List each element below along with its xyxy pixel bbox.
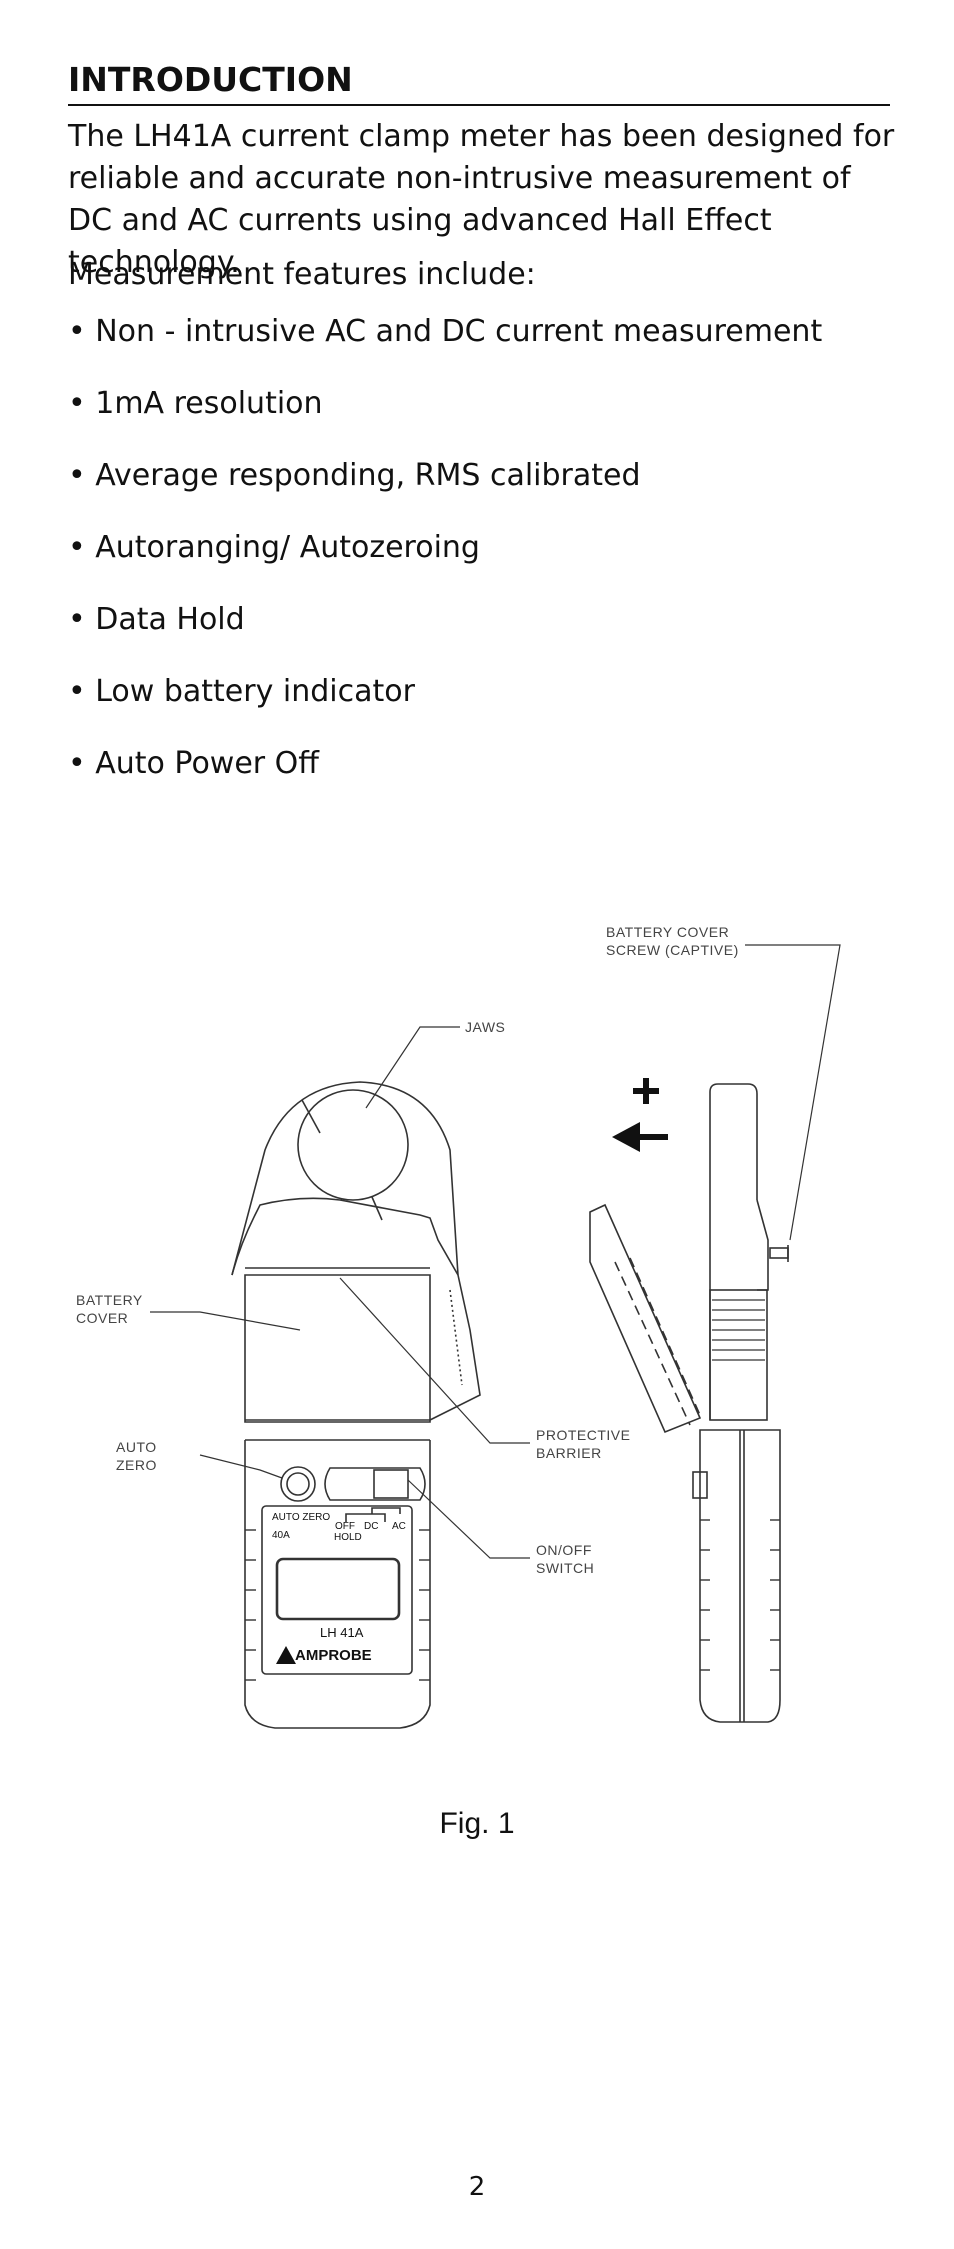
label-on-off-switch: SWITCH bbox=[536, 1560, 594, 1576]
captive-screw bbox=[769, 1247, 789, 1259]
label-auto-zero: ZERO bbox=[116, 1457, 157, 1473]
insertion-arrow-icon bbox=[612, 1078, 668, 1152]
feature-item: • 1mA resolution bbox=[68, 386, 323, 421]
page-number: 2 bbox=[468, 2172, 486, 2202]
side-jaw bbox=[709, 1083, 758, 1200]
amprobe-logo-icon bbox=[276, 1646, 296, 1664]
feature-item: • Non - intrusive AC and DC current meas… bbox=[68, 314, 823, 349]
front-panel bbox=[261, 1505, 413, 1675]
lcd-display bbox=[275, 1557, 401, 1621]
auto-zero-dial bbox=[280, 1466, 316, 1502]
intro-paragraph: The LH41A current clamp meter has been d… bbox=[68, 119, 895, 280]
panel-auto-zero: AUTO ZERO bbox=[272, 1512, 330, 1523]
figure-caption: Fig. 1 bbox=[439, 1807, 515, 1840]
panel-ac: AC bbox=[392, 1521, 406, 1532]
on-off-switch bbox=[324, 1467, 426, 1501]
feature-item: • Data Hold bbox=[68, 602, 245, 637]
label-jaws: JAWS bbox=[465, 1019, 505, 1035]
panel-hold: HOLD bbox=[334, 1532, 362, 1543]
jaws-outline bbox=[231, 1081, 459, 1276]
label-auto-zero: AUTO bbox=[116, 1439, 157, 1455]
feature-item: • Low battery indicator bbox=[68, 674, 415, 709]
section-heading: INTRODUCTION bbox=[68, 60, 890, 106]
label-on-off-switch: ON/OFF bbox=[536, 1542, 592, 1558]
panel-range: 40A bbox=[272, 1530, 290, 1541]
jaw-opening bbox=[297, 1089, 409, 1201]
features-lead: Measurement features include: bbox=[68, 257, 536, 292]
panel-model: LH 41A bbox=[320, 1625, 364, 1640]
removed-battery-cover bbox=[589, 1203, 702, 1434]
clamp-meter-diagram: BATTERY COVER SCREW (CAPTIVE) JAWS BATTE… bbox=[76, 924, 841, 1729]
label-battery-cover: BATTERY bbox=[76, 1292, 143, 1308]
panel-brand: AMPROBE bbox=[295, 1647, 372, 1664]
feature-item: • Average responding, RMS calibrated bbox=[68, 458, 641, 493]
panel-dc: DC bbox=[364, 1521, 378, 1532]
label-battery-cover-screw: BATTERY COVER bbox=[606, 924, 729, 940]
label-protective-barrier: BARRIER bbox=[536, 1445, 602, 1461]
label-battery-cover: COVER bbox=[76, 1310, 128, 1326]
label-protective-barrier: PROTECTIVE bbox=[536, 1427, 630, 1443]
panel-off: OFF bbox=[335, 1521, 355, 1532]
feature-item: • Autoranging/ Autozeroing bbox=[68, 530, 480, 565]
feature-item: • Auto Power Off bbox=[68, 746, 319, 781]
label-battery-cover-screw: SCREW (CAPTIVE) bbox=[606, 942, 739, 958]
